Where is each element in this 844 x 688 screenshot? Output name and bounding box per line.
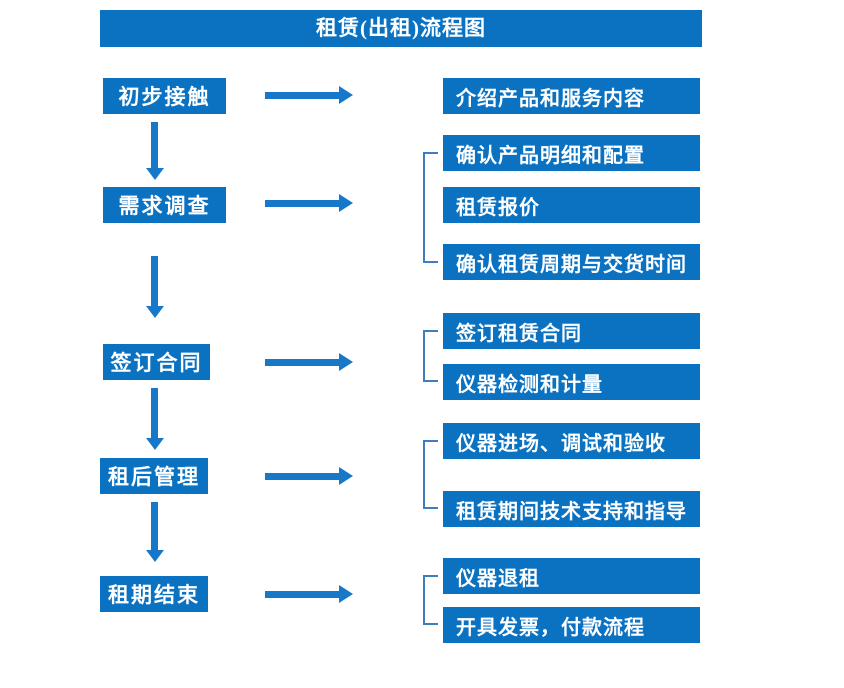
group-bracket-post-rental (423, 440, 438, 509)
group-bracket-lease-end (423, 575, 438, 625)
detail-box-technical-support: 租赁期间技术支持和指导 (443, 491, 700, 527)
down-arrow-2 (146, 256, 164, 318)
down-arrow-3 (146, 388, 164, 450)
detail-box-instrument-setup-acceptance: 仪器进场、调试和验收 (443, 423, 700, 459)
down-arrow-4 (146, 502, 164, 562)
step-box-post-rental-management: 租后管理 (100, 458, 208, 494)
right-arrow-3 (265, 353, 353, 371)
right-arrow-1 (265, 86, 353, 104)
detail-box-instrument-return: 仪器退租 (443, 558, 700, 594)
detail-box-rental-quote: 租赁报价 (443, 187, 700, 223)
group-bracket-sign-contract (423, 330, 438, 382)
detail-box-sign-rental-contract: 签订租赁合同 (443, 313, 700, 349)
detail-box-instrument-testing: 仪器检测和计量 (443, 364, 700, 400)
detail-box-invoice-payment: 开具发票，付款流程 (443, 607, 700, 643)
right-arrow-2 (265, 194, 353, 212)
step-box-initial-contact: 初步接触 (103, 78, 226, 114)
right-arrow-4 (265, 467, 353, 485)
detail-box-introduce-products: 介绍产品和服务内容 (443, 78, 700, 114)
step-box-demand-survey: 需求调查 (103, 187, 226, 223)
step-box-lease-end: 租期结束 (100, 576, 208, 612)
group-bracket-demand-survey (423, 152, 438, 263)
detail-box-confirm-rental-period: 确认租赁周期与交货时间 (443, 244, 700, 280)
down-arrow-1 (146, 122, 164, 180)
step-box-sign-contract: 签订合同 (103, 344, 210, 380)
detail-box-confirm-product-details: 确认产品明细和配置 (443, 135, 700, 171)
flowchart-title: 租赁(出租)流程图 (100, 10, 702, 47)
right-arrow-5 (265, 585, 353, 603)
